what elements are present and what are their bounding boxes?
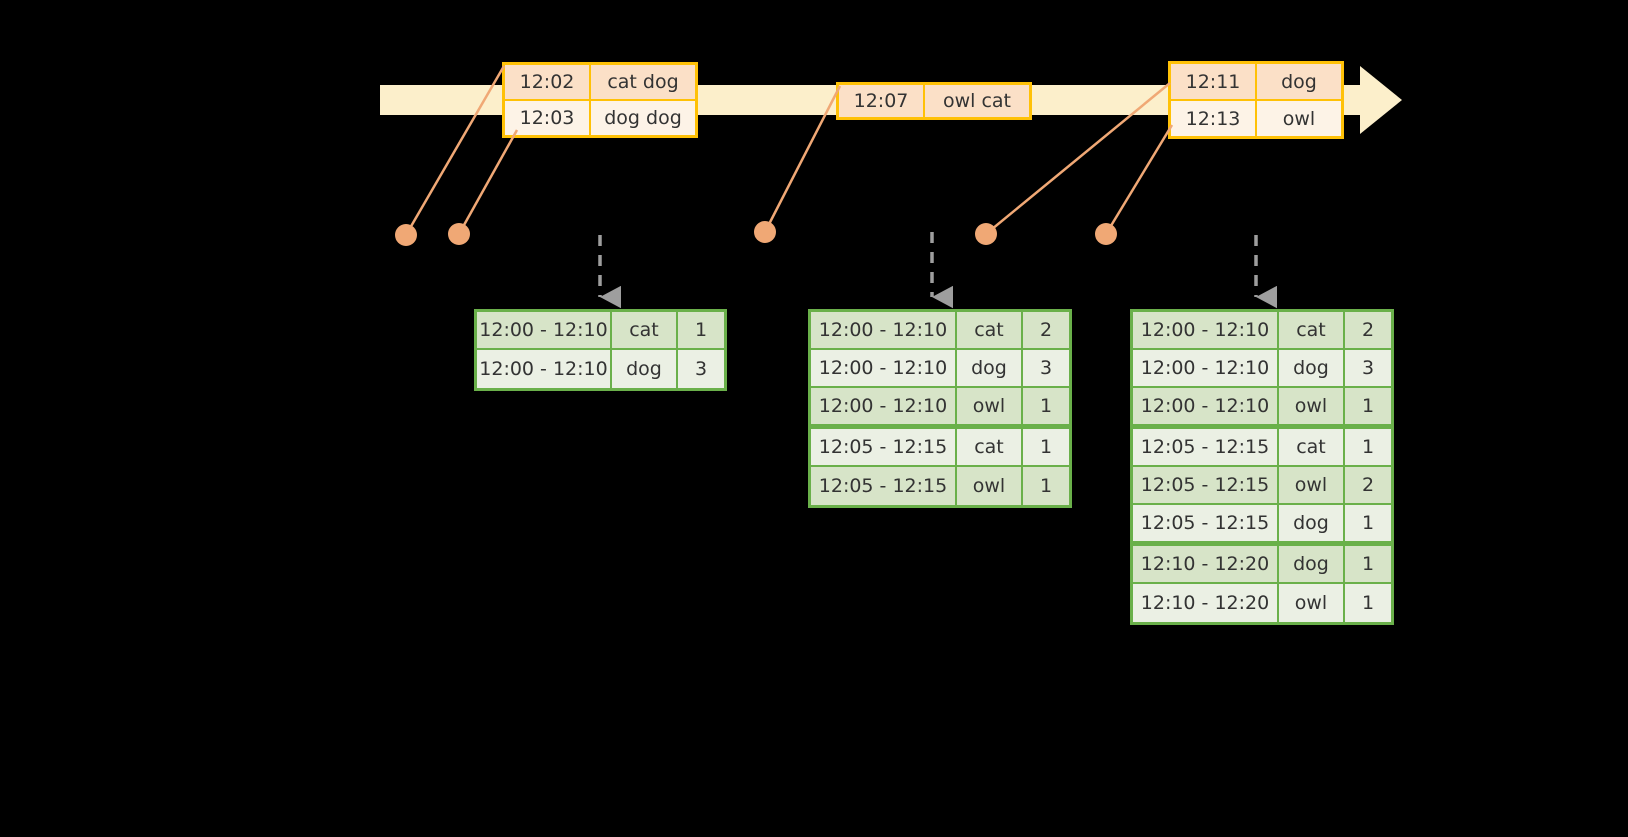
- event-connector-line: [1104, 124, 1174, 235]
- cell-count: 1: [1023, 429, 1069, 467]
- cell-count: 1: [1023, 467, 1069, 505]
- cell-word: cat: [1279, 429, 1345, 467]
- event-marker-dot[interactable]: [975, 223, 997, 245]
- cell-window: 12:10 - 12:20: [1133, 546, 1279, 584]
- cell-window: 12:05 - 12:15: [811, 467, 957, 505]
- cell-word: owl: [957, 467, 1023, 505]
- cell-word: cat: [612, 312, 678, 350]
- event-group-1[interactable]: 12:02 cat dog 12:03 dog dog: [502, 62, 698, 138]
- cell-window: 12:05 - 12:15: [1133, 505, 1279, 543]
- event-time: 12:03: [505, 101, 591, 135]
- event-marker-dot[interactable]: [448, 223, 470, 245]
- event-row[interactable]: 12:13 owl: [1171, 99, 1341, 136]
- cell-window: 12:00 - 12:10: [1133, 350, 1279, 388]
- cell-word: cat: [957, 312, 1023, 350]
- event-time: 12:02: [505, 65, 591, 99]
- cell-window: 12:00 - 12:10: [811, 312, 957, 350]
- event-words: cat dog: [591, 65, 695, 99]
- cell-count: 1: [1345, 388, 1391, 426]
- cell-count: 3: [1345, 350, 1391, 388]
- cell-window: 12:00 - 12:10: [477, 312, 612, 350]
- event-row[interactable]: 12:11 dog: [1171, 64, 1341, 99]
- cell-window: 12:00 - 12:10: [1133, 312, 1279, 350]
- cell-word: dog: [1279, 350, 1345, 388]
- cell-window: 12:05 - 12:15: [1133, 429, 1279, 467]
- event-time: 12:13: [1171, 101, 1257, 136]
- cell-window: 12:00 - 12:10: [1133, 388, 1279, 426]
- cell-count: 2: [1345, 312, 1391, 350]
- cell-word: owl: [1279, 388, 1345, 426]
- cell-count: 1: [1345, 584, 1391, 622]
- event-group-3[interactable]: 12:11 dog 12:13 owl: [1168, 61, 1344, 139]
- cell-word: dog: [1279, 505, 1345, 543]
- cell-window: 12:05 - 12:15: [811, 429, 957, 467]
- cell-count: 3: [678, 350, 724, 388]
- cell-word: dog: [957, 350, 1023, 388]
- cell-count: 1: [1023, 388, 1069, 426]
- cell-window: 12:00 - 12:10: [477, 350, 612, 388]
- cell-word: dog: [612, 350, 678, 388]
- cell-count: 3: [1023, 350, 1069, 388]
- cell-word: owl: [1279, 467, 1345, 505]
- event-marker-dot[interactable]: [754, 221, 776, 243]
- cell-word: owl: [957, 388, 1023, 426]
- cell-count: 1: [1345, 546, 1391, 584]
- event-connector-line: [457, 129, 519, 235]
- cell-window: 12:00 - 12:10: [811, 388, 957, 426]
- cell-word: dog: [1279, 546, 1345, 584]
- event-row[interactable]: 12:07 owl cat: [839, 85, 1029, 117]
- cell-word: owl: [1279, 584, 1345, 622]
- cell-count: 2: [1023, 312, 1069, 350]
- cell-count: 2: [1345, 467, 1391, 505]
- event-row[interactable]: 12:02 cat dog: [505, 65, 695, 99]
- event-marker-dot[interactable]: [1095, 223, 1117, 245]
- event-time: 12:11: [1171, 64, 1257, 99]
- event-words: owl: [1257, 101, 1341, 136]
- event-time: 12:07: [839, 85, 925, 117]
- cell-count: 1: [1345, 429, 1391, 467]
- timeline-arrowhead-icon: [1360, 66, 1402, 134]
- event-words: owl cat: [925, 85, 1029, 117]
- cell-window: 12:05 - 12:15: [1133, 467, 1279, 505]
- cell-count: 1: [678, 312, 724, 350]
- event-row[interactable]: 12:03 dog dog: [505, 99, 695, 135]
- cell-word: cat: [1279, 312, 1345, 350]
- cell-count: 1: [1345, 505, 1391, 543]
- event-marker-dot[interactable]: [395, 224, 417, 246]
- event-words: dog: [1257, 64, 1341, 99]
- event-group-2[interactable]: 12:07 owl cat: [836, 82, 1032, 120]
- cell-window: 12:10 - 12:20: [1133, 584, 1279, 622]
- cell-word: cat: [957, 429, 1023, 467]
- cell-window: 12:00 - 12:10: [811, 350, 957, 388]
- event-words: dog dog: [591, 101, 695, 135]
